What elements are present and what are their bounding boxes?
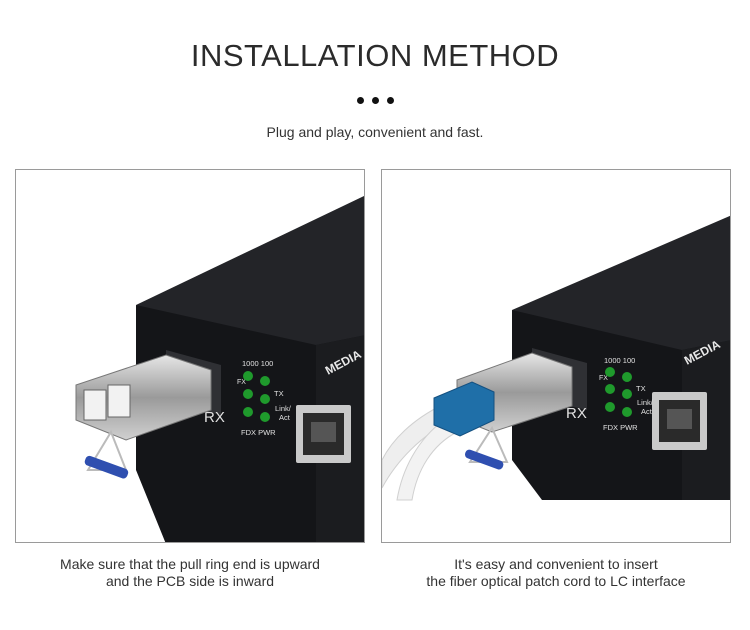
caption-line: the fiber optical patch cord to LC inter… xyxy=(426,573,686,589)
page-subtitle: Plug and play, convenient and fast. xyxy=(266,124,484,140)
led-speed-label: 1000 100 xyxy=(242,359,273,368)
led-fx-label: FX xyxy=(237,379,246,386)
media-converter-photo-right: MEDIA 1000 100 FX TX Link/ Act FDX PWR R… xyxy=(382,215,730,501)
led-tx-label: TX xyxy=(274,389,284,398)
pull-ring-tab xyxy=(464,449,504,470)
led-fx-label: FX xyxy=(599,375,608,382)
lc-connector xyxy=(433,381,495,437)
led-link-label: Link/ xyxy=(275,404,292,413)
caption-line: It's easy and convenient to insert xyxy=(454,556,658,572)
led-indicator xyxy=(243,371,253,381)
divider-dot xyxy=(371,97,379,104)
caption-left: Make sure that the pull ring end is upwa… xyxy=(15,556,365,590)
led-link-label: Link/ xyxy=(637,398,654,407)
led-indicator xyxy=(260,394,270,404)
title-dots-divider xyxy=(0,97,750,104)
fiber-patch-cord xyxy=(396,419,458,501)
led-indicator xyxy=(605,384,615,394)
rx-port-label: RX xyxy=(566,405,587,422)
led-tx-label: TX xyxy=(636,384,646,393)
led-fdx-pwr-label: FDX PWR xyxy=(603,423,638,432)
led-speed-label: 1000 100 xyxy=(604,356,635,365)
led-indicator xyxy=(622,372,632,382)
media-converter-photo-left: MEDIA 1000 100 FX TX Link/ Act FDX PWR R… xyxy=(75,195,364,542)
caption-right: It's easy and convenient to insert the f… xyxy=(381,556,731,590)
rx-port-label: RX xyxy=(204,409,225,426)
led-indicator xyxy=(260,376,270,386)
led-indicator xyxy=(622,407,632,417)
led-act-label: Act xyxy=(279,413,291,422)
pull-ring-tab xyxy=(84,455,129,479)
divider-dot xyxy=(386,97,394,104)
led-indicator xyxy=(260,412,270,422)
led-indicator xyxy=(622,389,632,399)
photo-panel-lc-cord-insertion: MEDIA 1000 100 FX TX Link/ Act FDX PWR R… xyxy=(381,169,731,543)
divider-dot xyxy=(356,97,364,104)
led-indicator xyxy=(243,407,253,417)
sfp-module xyxy=(75,354,212,441)
caption-line: and the PCB side is inward xyxy=(105,573,275,589)
photo-panel-sfp-insertion: MEDIA 1000 100 FX TX Link/ Act FDX PWR R… xyxy=(15,169,365,543)
led-act-label: Act xyxy=(641,407,653,416)
led-indicator xyxy=(605,402,615,412)
led-indicator xyxy=(243,389,253,399)
led-fdx-pwr-label: FDX PWR xyxy=(241,428,276,437)
led-indicator xyxy=(605,367,615,377)
caption-line: Make sure that the pull ring end is upwa… xyxy=(60,556,320,572)
page-title: INSTALLATION METHOD xyxy=(190,38,560,73)
